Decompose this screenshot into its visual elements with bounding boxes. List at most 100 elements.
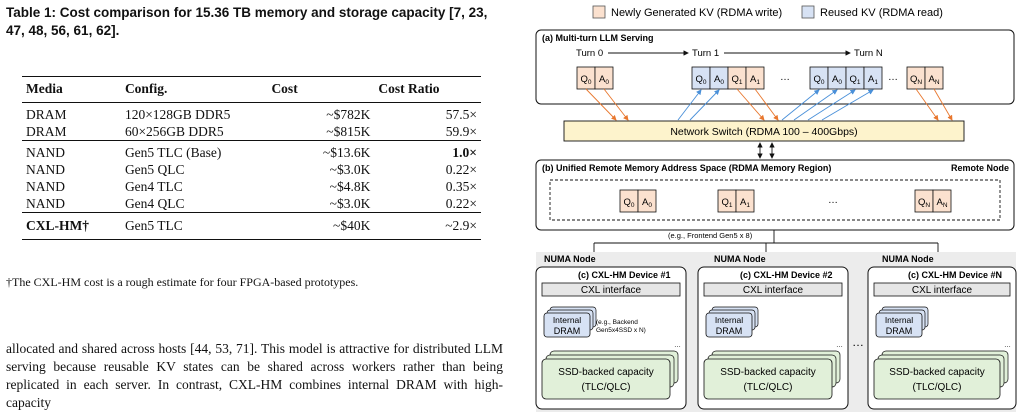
svg-text:…: … — [888, 72, 898, 83]
svg-text:(c) CXL-HM Device #N: (c) CXL-HM Device #N — [908, 270, 1002, 280]
header-media: Media — [22, 76, 121, 103]
svg-text:…: … — [674, 342, 681, 349]
legend-reused-label: Reused KV (RDMA read) — [820, 7, 943, 19]
frontend-note: (e.g., Frontend Gen5 x 8) — [668, 231, 753, 240]
svg-text:Gen5x4SSD x N): Gen5x4SSD x N) — [596, 327, 646, 334]
svg-text:A0: A0 — [832, 74, 842, 86]
cell-cost: ~$3.0K — [329, 162, 371, 177]
legend-new-swatch — [592, 5, 606, 19]
cell-ratio: 57.5× — [445, 107, 477, 122]
svg-text:Q0: Q0 — [813, 74, 824, 86]
svg-text:AN: AN — [936, 197, 947, 209]
network-switch-label: Network Switch (RDMA 100 – 400Gbps) — [670, 126, 857, 138]
legend-new-label: Newly Generated KV (RDMA write) — [611, 7, 782, 19]
cell-ratio: 0.22× — [445, 196, 477, 211]
numa-connector — [593, 230, 939, 252]
svg-text:A1: A1 — [750, 74, 760, 86]
svg-text:A0: A0 — [714, 74, 724, 86]
svg-text:(TLC/QLC): (TLC/QLC) — [582, 382, 631, 393]
table-footnote: †The CXL-HM cost is a rough estimate for… — [6, 275, 359, 289]
table-row: NAND Gen4 TLC ~$4.8K 0.35× — [22, 178, 481, 195]
cell-media: NAND — [26, 196, 65, 211]
svg-text:SSD-backed capacity: SSD-backed capacity — [889, 367, 985, 378]
cell-media: NAND — [26, 179, 65, 194]
svg-text:…: … — [836, 342, 843, 349]
turn1-label: Turn 1 — [692, 48, 719, 59]
cxl-device-1: (c) CXL-HM Device #1 CXL interface Inter… — [535, 266, 687, 410]
cell-media: NAND — [26, 162, 65, 177]
turn0-kv-group: Q0 A0 — [576, 66, 614, 90]
cell-config: Gen5 TLC (Base) — [120, 140, 268, 161]
cell-config: Gen5 TLC — [120, 212, 268, 240]
svg-text:DRAM: DRAM — [886, 326, 913, 336]
rdma-arrows — [585, 88, 953, 121]
header-cost: Cost — [267, 76, 375, 103]
svg-text:…: … — [1004, 342, 1011, 349]
network-switch — [563, 120, 965, 142]
table-row: CXL-HM† Gen5 TLC ~$40K ~2.9× — [22, 212, 481, 240]
panel-a — [535, 29, 1015, 105]
svg-text:A0: A0 — [642, 197, 652, 209]
table-header-row: Media Config. Cost Cost Ratio — [22, 76, 481, 103]
svg-text:Q1: Q1 — [731, 74, 742, 86]
svg-text:(c) CXL-HM Device #2: (c) CXL-HM Device #2 — [740, 270, 833, 280]
svg-text:…: … — [828, 195, 838, 206]
table-row: DRAM 120×128GB DDR5 ~$782K 57.5× — [22, 103, 481, 124]
table-row: NAND Gen5 QLC ~$3.0K 0.22× — [22, 161, 481, 178]
svg-text:A1: A1 — [868, 74, 878, 86]
cell-cost: ~$782K — [326, 107, 371, 122]
table-row: NAND Gen4 QLC ~$3.0K 0.22× — [22, 195, 481, 213]
cell-cost: ~$815K — [326, 124, 371, 139]
svg-text:SSD-backed capacity: SSD-backed capacity — [720, 367, 816, 378]
svg-text:(c) CXL-HM Device #1: (c) CXL-HM Device #1 — [578, 270, 671, 280]
svg-text:SSD-backed capacity: SSD-backed capacity — [558, 367, 654, 378]
svg-text:Internal: Internal — [885, 315, 913, 325]
table-row: NAND Gen5 TLC (Base) ~$13.6K 1.0× — [22, 140, 481, 161]
cell-media: NAND — [22, 140, 121, 161]
svg-text:(e.g., Backend: (e.g., Backend — [596, 319, 638, 326]
cell-cost: ~$4.8K — [329, 179, 371, 194]
table-row: DRAM 60×256GB DDR5 ~$815K 59.9× — [22, 123, 481, 141]
remote-node-label: Remote Node — [951, 163, 1009, 173]
svg-text:Internal: Internal — [715, 315, 743, 325]
remote-kv-group: Q0 A0 Q1 A1 … QN AN — [619, 189, 952, 213]
svg-text:(TLC/QLC): (TLC/QLC) — [913, 382, 962, 393]
svg-text:A0: A0 — [599, 74, 609, 86]
svg-text:Q0: Q0 — [695, 74, 706, 86]
cell-ratio: ~2.9× — [374, 212, 481, 240]
cell-ratio: 0.22× — [445, 162, 477, 177]
left-column: Table 1: Cost comparison for 15.36 TB me… — [6, 0, 506, 40]
panel-a-title: (a) Multi-turn LLM Serving — [542, 33, 654, 43]
svg-text:Q0: Q0 — [580, 74, 591, 86]
cxl-device-2: (c) CXL-HM Device #2 CXL interface Inter… — [697, 266, 849, 410]
svg-text:CXL interface: CXL interface — [743, 285, 804, 296]
svg-text:CXL interface: CXL interface — [581, 285, 642, 296]
cell-media: CXL-HM† — [22, 212, 121, 240]
memory-region — [549, 179, 1001, 221]
cell-ratio: 1.0× — [374, 140, 481, 161]
panel-b — [535, 159, 1015, 231]
svg-text:Q0: Q0 — [623, 197, 634, 209]
numa-node-1: NUMA Node — [544, 254, 596, 264]
turn0-label: Turn 0 — [576, 48, 603, 59]
cell-config: 60×256GB DDR5 — [124, 124, 224, 139]
svg-text:Internal: Internal — [553, 315, 581, 325]
cell-config: 120×128GB DDR5 — [124, 107, 231, 122]
cell-config: Gen4 TLC — [124, 179, 183, 194]
turn-ellipsis: … — [780, 72, 790, 83]
architecture-figure: Newly Generated KV (RDMA write) Reused K… — [535, 5, 1017, 412]
svg-text:(TLC/QLC): (TLC/QLC) — [744, 382, 793, 393]
panel-b-title: (b) Unified Remote Memory Address Space … — [542, 163, 831, 173]
cell-media: DRAM — [26, 124, 67, 139]
svg-text:DRAM: DRAM — [554, 326, 581, 336]
svg-text:Q1: Q1 — [721, 197, 732, 209]
turn1-kv-group: Q0 A0 Q1 A1 — [691, 66, 765, 90]
cell-ratio: 59.9× — [445, 124, 477, 139]
cost-table: Media Config. Cost Cost Ratio DRAM 120×1… — [22, 76, 481, 240]
svg-text:A1: A1 — [740, 197, 750, 209]
cxl-device-n: (c) CXL-HM Device #N CXL interface Inter… — [867, 266, 1017, 410]
cell-cost: ~$40K — [267, 212, 375, 240]
cell-config: Gen4 QLC — [124, 196, 185, 211]
svg-text:DRAM: DRAM — [716, 326, 743, 336]
legend-reused-swatch — [801, 5, 815, 19]
